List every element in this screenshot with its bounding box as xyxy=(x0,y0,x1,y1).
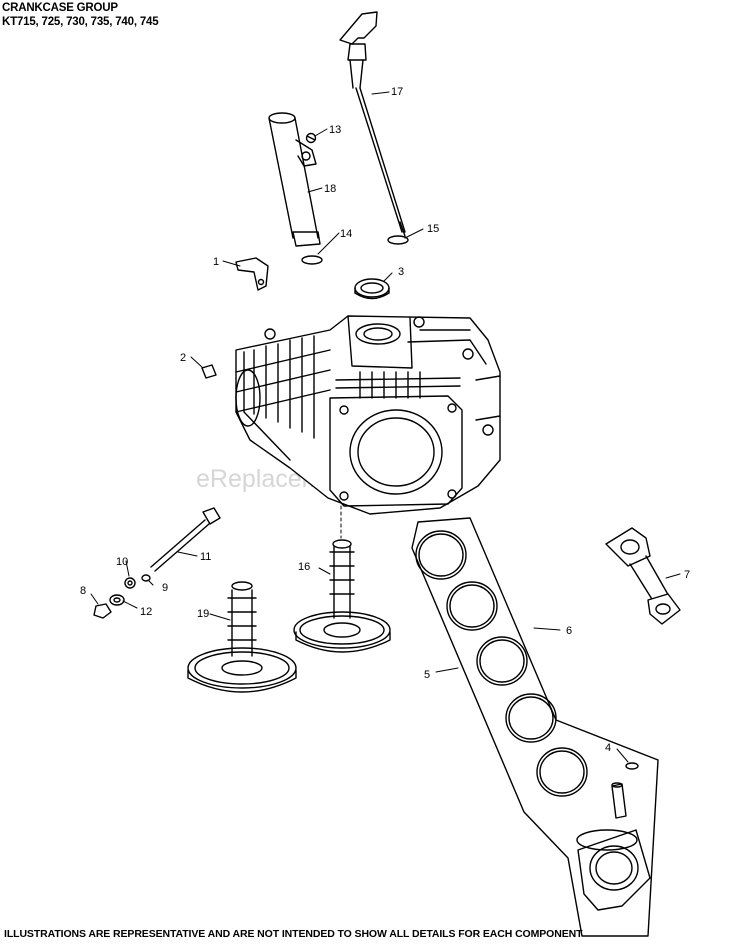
callout-7: 7 xyxy=(684,569,690,581)
callout-14: 14 xyxy=(340,228,352,240)
callout-1: 1 xyxy=(213,256,219,268)
callout-2: 2 xyxy=(180,352,186,364)
oil-seal-part xyxy=(354,278,390,300)
hex-nut-part xyxy=(93,603,112,619)
diagram-title: CRANKCASE GROUP xyxy=(2,2,118,14)
crankcase-block xyxy=(235,315,501,515)
bracket-part xyxy=(235,257,269,291)
screw-part xyxy=(305,132,317,144)
callout-13: 13 xyxy=(329,124,341,136)
model-list: KT715, 725, 730, 735, 740, 745 xyxy=(2,16,159,28)
camshaft-upper-part xyxy=(293,539,391,653)
ring-set-outline xyxy=(411,517,659,937)
disclaimer-footer: ILLUSTRATIONS ARE REPRESENTATIVE AND ARE… xyxy=(4,928,583,940)
piston-part xyxy=(576,829,651,911)
callout-19: 19 xyxy=(197,608,209,620)
callout-4: 4 xyxy=(605,742,611,754)
connecting-rod-part xyxy=(605,527,681,625)
callout-12: 12 xyxy=(140,606,152,618)
callout-9: 9 xyxy=(162,582,168,594)
flat-washer-part xyxy=(109,594,125,606)
shaft-pin-part xyxy=(150,507,221,572)
piston-rings-part xyxy=(415,530,588,797)
dipstick-part xyxy=(339,11,406,237)
callout-3: 3 xyxy=(398,266,404,278)
callout-18: 18 xyxy=(324,183,336,195)
callout-15: 15 xyxy=(427,223,439,235)
callout-16: 16 xyxy=(298,561,310,573)
camshaft-lower-part xyxy=(187,581,297,693)
retainer-clip-part xyxy=(625,762,639,770)
callout-10: 10 xyxy=(116,556,128,568)
callout-5: 5 xyxy=(424,669,430,681)
dipstick-seal-part xyxy=(387,235,409,245)
dipstick-tube-part xyxy=(268,112,321,247)
callout-17: 17 xyxy=(391,86,403,98)
o-ring-part xyxy=(301,255,323,265)
piston-pin-part xyxy=(611,782,627,819)
dowel-pin-part xyxy=(201,364,217,379)
callout-labels: 1 2 3 4 5 6 7 8 9 10 11 12 13 14 15 16 1… xyxy=(80,86,690,754)
leader-lines xyxy=(90,91,681,763)
callout-6: 6 xyxy=(566,625,572,637)
nut-part xyxy=(124,577,136,589)
washer-part xyxy=(141,574,151,582)
callout-8: 8 xyxy=(80,585,86,597)
callout-11: 11 xyxy=(200,551,211,563)
